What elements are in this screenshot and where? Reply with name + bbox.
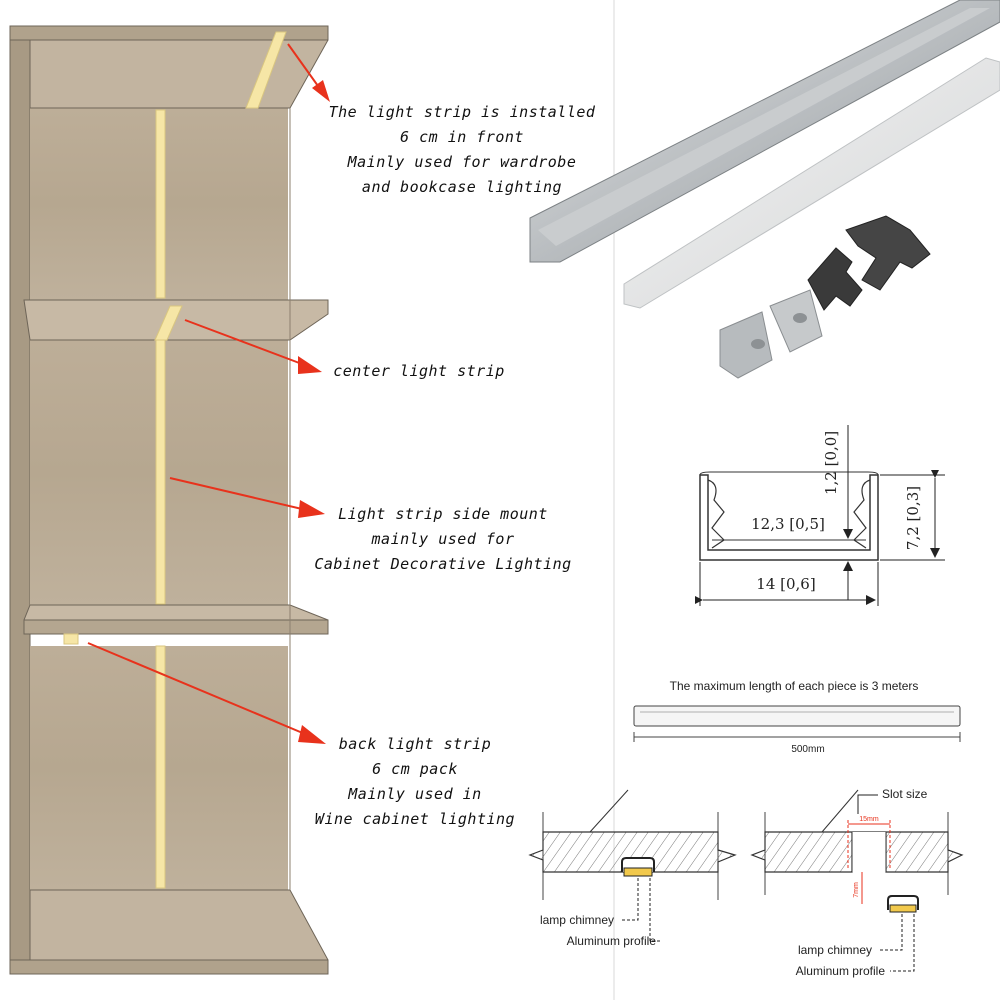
surface-leader [589,789,629,833]
profile-right-lip [853,479,871,549]
recessed-slot [852,832,886,872]
max-length-note: The maximum length of each piece is 3 me… [670,679,919,693]
callout-side-mount: Light strip side mount mainly used for C… [306,502,580,577]
recessed-leader [821,789,859,833]
length-drawing: The maximum length of each piece is 3 me… [633,679,961,755]
callout-back-strip: back light strip 6 cm pack Mainly used i… [306,732,524,832]
end-cap-hole-2 [793,313,807,323]
surface-label-profile: Aluminum profile [567,934,657,948]
arrow-back-line [87,642,306,735]
dim-inner-width-text: 12,3 [0,5] [751,515,825,533]
arrow-front-line [287,43,319,87]
mounting-clip-2 [845,215,931,291]
callout-back-line-3: Mainly used in [348,785,482,803]
light-strip-center-top [154,305,183,341]
slot-size-label: Slot size [882,787,928,801]
cabinet-left-side [9,25,31,975]
light-strip-back-top [63,633,79,645]
light-strip-front [245,31,287,109]
recessed-led [889,904,917,913]
cabinet-bottom-edge [9,959,329,975]
arrow-front-head [312,80,330,102]
mounting-clip-1 [807,247,863,311]
recessed-leader-profile [890,914,915,972]
recessed-label-profile: Aluminum profile [796,964,886,978]
shelf-2-edge [23,619,329,635]
dim-height-text: 7,2 [0,3] [904,486,922,550]
end-cap-hole-1 [751,339,765,349]
cabinet-illustration [9,25,329,975]
light-strip-upper [155,109,166,299]
diffuser-cover [623,57,1000,309]
callout-front-line-3: Mainly used for wardrobe [347,153,577,171]
callout-center-line-1: center light strip [333,362,505,380]
profile-length-bar [633,705,961,727]
arrow-center-head [298,356,322,374]
callout-back-line-1: back light strip [338,735,492,753]
arrow-side-line [169,477,303,510]
profile-cross-section: 1,2 [0,0] 12,3 [0,5] 7,2 [0,3] 14 [0,6] [695,425,945,606]
surface-label-chimney: lamp chimney [540,913,614,927]
cabinet-top-edge [9,25,329,41]
install-recessed: Slot size 15mm 7mm lamp chimney Aluminum… [750,787,964,978]
recessed-leader-chimney [880,914,903,951]
recessed-label-chimney: lamp chimney [798,943,872,957]
callout-front-line-4: and bookcase lighting [361,178,563,196]
slot-width-text: 15mm [859,816,879,823]
profile-left-lip [707,479,725,549]
end-cap-left [719,311,773,379]
callout-center-strip: center light strip [326,359,512,384]
light-strip-back [155,645,166,889]
arrow-center-line [184,319,303,365]
dim-top-text: 1,2 [0,0] [822,431,840,495]
callout-side-line-1: Light strip side mount [338,505,548,523]
slot-size-leader [857,794,878,814]
aluminum-profile-channel [538,8,990,246]
surface-leader-chimney [620,878,639,921]
callout-back-line-4: Wine cabinet lighting [314,810,516,828]
surface-led [623,867,653,877]
light-strip-center [155,339,166,605]
length-value: 500mm [791,744,824,755]
callout-front-mount: The light strip is installed 6 cm in fro… [318,100,606,200]
profile-outline [699,474,879,561]
profile-top-curve [699,471,879,476]
install-surface-mount: lamp chimney Aluminum profile [528,789,737,948]
callout-side-line-3: Cabinet Decorative Lighting [314,555,572,573]
callout-front-line-1: The light strip is installed [328,103,596,121]
callout-side-line-2: mainly used for [371,530,515,548]
callout-front-line-2: 6 cm in front [400,128,524,146]
arrow-back-head [298,725,326,744]
arrow-side-head [298,500,325,518]
dim-outer-width-text: 14 [0,6] [756,575,815,593]
surface-leader-profile [649,878,660,942]
surface-board [528,831,737,873]
profile-product-illustration [529,0,1000,379]
slot-depth-text: 7mm [853,882,860,898]
callout-back-line-2: 6 cm pack [372,760,458,778]
callout-arrows [87,43,330,744]
